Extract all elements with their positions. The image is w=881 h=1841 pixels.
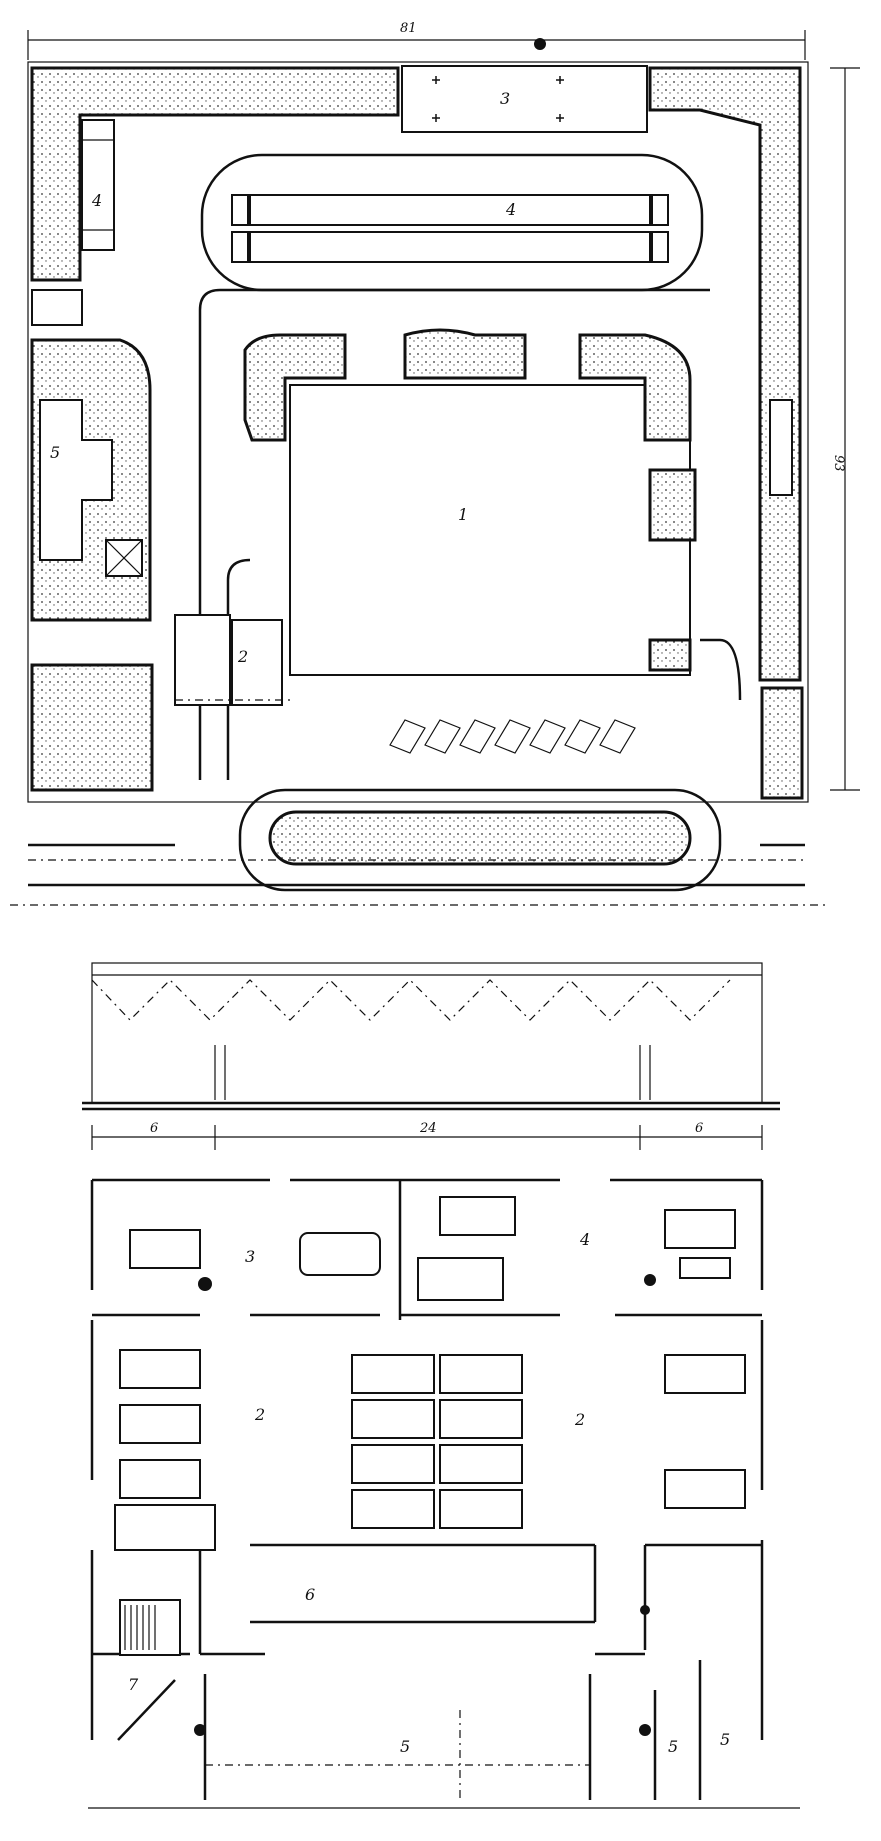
- label-room-5c: 5: [720, 1730, 730, 1749]
- label-hall-2-left: 2: [254, 1405, 265, 1424]
- right-side-kiosk: [769, 399, 793, 496]
- label-hall-2-right: 2: [574, 1410, 585, 1429]
- equipment-room4-b: [417, 1257, 504, 1301]
- floor-plan: 6 24 6: [82, 962, 800, 1809]
- parking-4-left: [81, 119, 115, 251]
- columns: [194, 1605, 651, 1736]
- label-room-7: 7: [128, 1675, 139, 1694]
- floor-dimension-ticks: [91, 1125, 763, 1150]
- label-main-building-1: 1: [458, 505, 468, 524]
- equipment-room4-d: [679, 1257, 731, 1279]
- stair-diagonal: [117, 1679, 176, 1741]
- label-room-5b: 5: [668, 1737, 678, 1756]
- label-entrance-2: 2: [237, 647, 248, 666]
- truss-dashed: [91, 979, 731, 1021]
- main-building-1: [289, 384, 691, 676]
- height-dimension-line: [830, 67, 860, 791]
- section-columns: [214, 1045, 651, 1100]
- width-dimension-label: 81: [400, 21, 417, 36]
- road-loop-bottom: [238, 788, 722, 892]
- transformer-box: [105, 539, 143, 577]
- parking-island-bottom: [268, 810, 692, 866]
- equipment-room4-c: [664, 1209, 736, 1249]
- label-building-5: 5: [50, 443, 60, 462]
- dim-middle: 24: [419, 1121, 437, 1136]
- road-curve-right: [700, 638, 742, 701]
- floor-plan-walls: [90, 1178, 764, 1800]
- planter-top-left: [243, 333, 347, 442]
- parking-4-top: [231, 194, 669, 263]
- building-3-markers: [432, 76, 564, 122]
- green-strip-right: [648, 66, 802, 682]
- staircase: [119, 1599, 181, 1656]
- planter-top-right: [578, 333, 692, 442]
- planter-bottom-right: [648, 638, 692, 672]
- green-strip-top-left: [30, 66, 400, 282]
- label-parking-4-top: 4: [505, 200, 516, 219]
- gate-booth: [31, 289, 83, 326]
- site-boundary: [27, 61, 809, 803]
- label-building-3: 3: [500, 89, 510, 108]
- building-5: [39, 399, 113, 561]
- width-dimension-line: [27, 30, 806, 60]
- green-strip-bottom-left: [30, 663, 154, 792]
- label-room-3: 3: [245, 1247, 255, 1266]
- column-marker-1: [198, 1277, 212, 1291]
- planter-top-center: [403, 328, 527, 380]
- hall-2-stalls: [114, 1349, 746, 1551]
- site-plan: 81 93 3: [10, 21, 860, 906]
- label-room-4: 4: [579, 1230, 590, 1249]
- planter-right: [648, 468, 697, 542]
- tank-room3: [299, 1232, 381, 1276]
- equipment-room3-a: [129, 1229, 201, 1269]
- label-room-6: 6: [305, 1585, 315, 1604]
- building-3: [401, 65, 648, 133]
- height-dimension-label: 93: [831, 455, 846, 472]
- diagonal-parking-row: [389, 719, 636, 754]
- dim-right: 6: [695, 1121, 703, 1136]
- road-inner-left: [226, 558, 251, 780]
- dim-left: 6: [150, 1121, 158, 1136]
- road-loop-left: [198, 288, 710, 780]
- entrance-block-2: [174, 614, 290, 706]
- column-marker-2: [644, 1274, 656, 1286]
- green-corner-bottom-right: [760, 686, 804, 800]
- equipment-room4-a: [439, 1196, 516, 1236]
- label-room-5a: 5: [400, 1737, 410, 1756]
- label-parking-4-left: 4: [91, 191, 102, 210]
- section-frame: [91, 962, 763, 1104]
